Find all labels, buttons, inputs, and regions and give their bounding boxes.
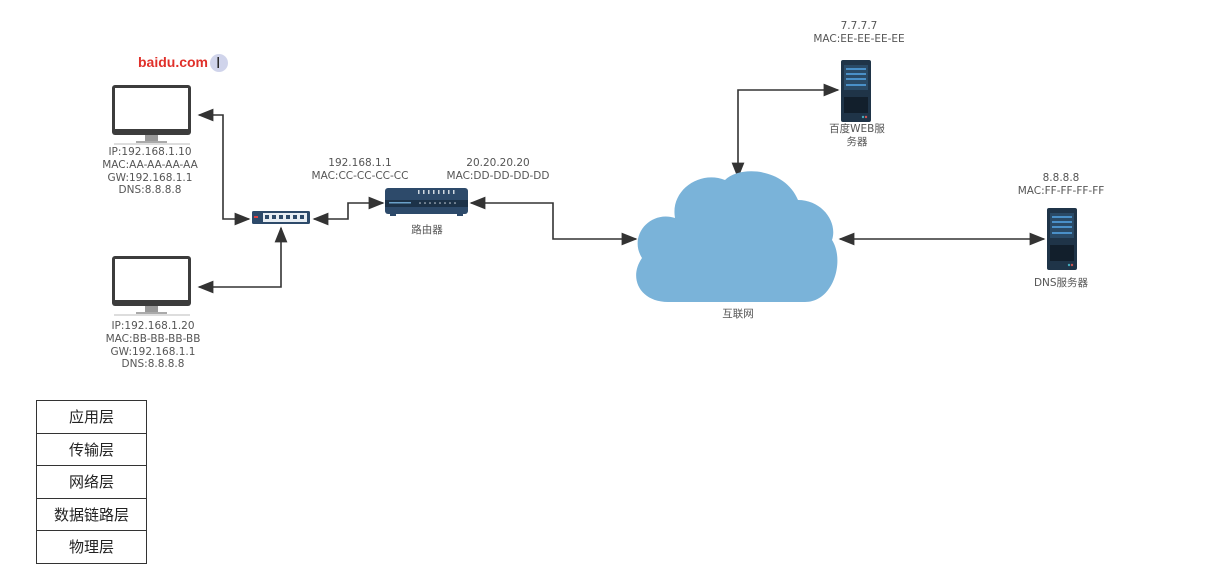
router-wan-ip: 20.20.20.20 xyxy=(466,157,530,169)
router-icon xyxy=(385,188,468,216)
router-label: 路由器 xyxy=(411,224,443,236)
internet-cloud-icon xyxy=(636,171,838,302)
text-cursor-icon: I xyxy=(210,54,228,72)
router-wan-info: 20.20.20.20 MAC:DD-DD-DD-DD xyxy=(447,157,550,183)
dns-server-info: 8.8.8.8 MAC:FF-FF-FF-FF xyxy=(1018,172,1105,198)
web-server-label: 百度WEB服 务器 xyxy=(829,123,885,149)
layer-application: 应用层 xyxy=(37,401,146,434)
web-server-icon xyxy=(841,60,871,122)
layer-physical: 物理层 xyxy=(68,538,114,557)
link-pc1-switch xyxy=(197,108,251,226)
pc2-ip: IP:192.168.1.20 xyxy=(111,320,195,332)
dns-server-ip: 8.8.8.8 xyxy=(1042,172,1080,184)
pc1-info: IP:192.168.1.10 MAC:AA-AA-AA-AA GW:192.1… xyxy=(102,146,198,197)
web-server-mac: MAC:EE-EE-EE-EE xyxy=(813,32,905,45)
dns-server-mac: MAC:FF-FF-FF-FF xyxy=(1017,184,1105,197)
web-server-label-line1: 百度WEB服 xyxy=(829,123,885,135)
layer-transport: 传输层 xyxy=(37,434,146,466)
web-server-ip: 7.7.7.7 xyxy=(840,20,878,32)
web-server-info: 7.7.7.7 MAC:EE-EE-EE-EE xyxy=(813,20,904,46)
pc2-info: IP:192.168.1.20 MAC:BB-BB-BB-BB GW:192.1… xyxy=(106,320,201,371)
pc2-gateway: GW:192.168.1.1 xyxy=(110,345,196,358)
internet-label: 互联网 xyxy=(722,308,754,320)
pc1-mac: MAC:AA-AA-AA-AA xyxy=(102,158,198,171)
layer-data-link: 数据链路层 xyxy=(37,499,146,531)
pc2-dns: DNS:8.8.8.8 xyxy=(121,358,185,371)
router-lan-info: 192.168.1.1 MAC:CC-CC-CC-CC xyxy=(312,157,409,183)
dns-server-icon xyxy=(1047,208,1077,270)
router-lan-ip: 192.168.1.1 xyxy=(328,157,392,169)
switch-icon xyxy=(252,211,310,224)
pc1-ip: IP:192.168.1.10 xyxy=(108,146,192,158)
connection-lines xyxy=(197,83,1046,294)
osi-layer-table: 应用层 传输层 网络层 数据链路层 物理层 xyxy=(36,400,147,564)
pc1-dns: DNS:8.8.8.8 xyxy=(118,184,182,197)
pc1-monitor-icon xyxy=(112,85,191,145)
router-lan-mac: MAC:CC-CC-CC-CC xyxy=(311,169,409,182)
link-internet-web xyxy=(731,83,840,179)
web-server-label-line2: 务器 xyxy=(846,135,868,148)
pc2-mac: MAC:BB-BB-BB-BB xyxy=(105,332,201,345)
link-switch-router xyxy=(312,196,385,226)
router-wan-mac: MAC:DD-DD-DD-DD xyxy=(446,169,550,182)
link-pc2-switch xyxy=(197,226,288,294)
pc2-monitor-icon xyxy=(112,256,191,316)
pc1-gateway: GW:192.168.1.1 xyxy=(107,171,193,184)
link-router-internet xyxy=(469,196,638,246)
dns-server-label: DNS服务器 xyxy=(1033,277,1089,289)
layer-network: 网络层 xyxy=(37,466,146,499)
url-text: baidu.com xyxy=(138,54,209,70)
